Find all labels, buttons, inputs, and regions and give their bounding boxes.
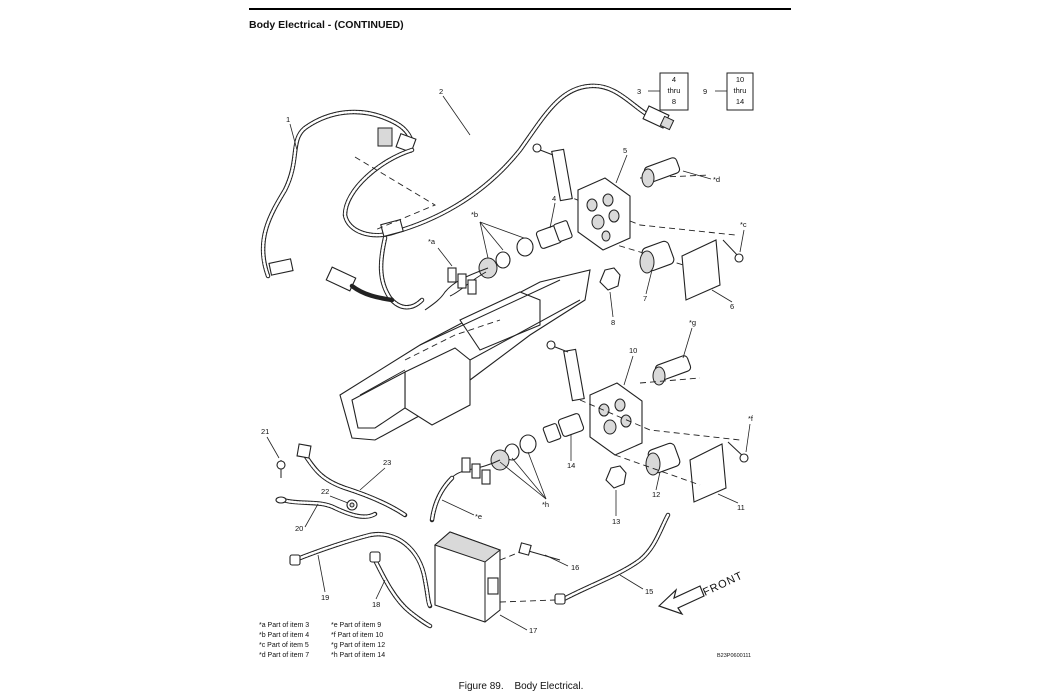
- page-heading: Body Electrical - (CONTINUED): [249, 19, 404, 31]
- front-direction-arrow: FRONT: [657, 570, 745, 616]
- figure-number: Figure 89.: [458, 681, 504, 692]
- callout-10: 10: [629, 346, 637, 355]
- range-box-4-thru-8: 4 thru 8: [648, 72, 689, 111]
- legend-right-4: *h Part of item 14: [331, 652, 385, 659]
- legend-left-4: *d Part of item 7: [259, 652, 309, 659]
- callout-3: 3: [637, 87, 641, 96]
- callout-21: 21: [261, 427, 269, 436]
- range-box-4-line-1: 4: [672, 75, 676, 84]
- callout-5: 5: [623, 146, 627, 155]
- callout-2: 2: [439, 87, 443, 96]
- range-box-10-line-3: 14: [736, 97, 744, 106]
- callout-b-upper: *b: [471, 210, 478, 219]
- callout-13: 13: [612, 517, 620, 526]
- legend: *a Part of item 3 *b Part of item 4 *c P…: [259, 622, 385, 659]
- range-box-10-line-2: thru: [734, 86, 747, 95]
- callout-g: *g: [689, 318, 696, 327]
- callout-d: *d: [713, 175, 720, 184]
- callout-h: *h: [542, 500, 549, 509]
- callout-12: 12: [652, 490, 660, 499]
- legend-left-1: *a Part of item 3: [259, 622, 309, 629]
- legend-left-3: *c Part of item 5: [259, 642, 309, 649]
- callout-a: *a: [428, 237, 436, 246]
- range-box-4-line-2: thru: [668, 86, 681, 95]
- callout-15: 15: [645, 587, 653, 596]
- dash-panel: [339, 269, 591, 441]
- callout-20: 20: [295, 524, 303, 533]
- front-label: FRONT: [701, 570, 745, 599]
- cable-15: [554, 512, 671, 605]
- bolt-16: [518, 542, 561, 561]
- figure-title: Body Electrical.: [514, 681, 584, 692]
- harness-2: [325, 83, 675, 310]
- callout-c: *c: [740, 220, 747, 229]
- callout-8: 8: [611, 318, 615, 327]
- range-box-10-line-1: 10: [736, 75, 744, 84]
- callout-6: 6: [730, 302, 734, 311]
- legend-right-2: *f Part of item 10: [331, 632, 383, 639]
- legend-left-2: *b Part of item 4: [259, 632, 309, 639]
- harness-1: [260, 109, 417, 279]
- drawing-id: B23P0600111: [717, 653, 751, 659]
- callout-22: 22: [321, 487, 329, 496]
- callout-19: 19: [321, 593, 329, 602]
- callout-1: 1: [286, 115, 290, 124]
- range-box-4-line-3: 8: [672, 97, 676, 106]
- callout-f: *f: [748, 414, 754, 423]
- legend-right-1: *e Part of item 9: [331, 622, 381, 629]
- figure-caption: Figure 89. Body Electrical.: [0, 681, 1042, 692]
- callout-17: 17: [529, 626, 537, 635]
- callout-18: 18: [372, 600, 380, 609]
- callout-14: 14: [567, 461, 575, 470]
- callout-11: 11: [737, 503, 745, 512]
- legend-right-3: *g Part of item 12: [331, 642, 385, 649]
- upper-switch-assembly: [424, 143, 744, 311]
- lower-left-cables: [275, 443, 433, 629]
- range-box-10-thru-14: 10 thru 14: [715, 72, 754, 111]
- callout-9: 9: [703, 87, 707, 96]
- control-box-17: [434, 531, 502, 623]
- callout-16: 16: [571, 563, 579, 572]
- callout-7: 7: [643, 294, 647, 303]
- callout-23: 23: [383, 458, 391, 467]
- callout-e: *e: [475, 512, 482, 521]
- callout-4: 4: [552, 194, 556, 203]
- top-rule: [249, 8, 791, 10]
- lower-switch-assembly: [429, 340, 749, 523]
